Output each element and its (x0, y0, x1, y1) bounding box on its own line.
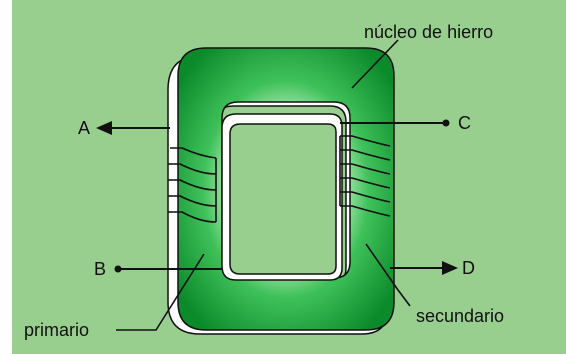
primary-turn (170, 147, 217, 159)
lead-b (114, 265, 222, 273)
secondary-turn (340, 177, 391, 189)
primary-turn (168, 163, 217, 175)
primary-turn (168, 211, 217, 223)
label-d: D (462, 258, 475, 278)
secondary-callout (365, 243, 411, 307)
label-secondary: secundario (416, 306, 505, 326)
callout-lines (116, 39, 411, 331)
core-callout (351, 39, 399, 89)
label-core: núcleo de hierro (364, 22, 494, 42)
lead-a (96, 121, 170, 135)
primary-turn (168, 179, 217, 191)
secondary-turn (340, 149, 391, 161)
secondary-turn (340, 135, 391, 147)
label-primary: primario (24, 320, 90, 340)
label-c: C (458, 113, 471, 133)
primary-winding (168, 147, 217, 223)
secondary-turn (340, 191, 391, 203)
label-a: A (78, 118, 91, 138)
label-b: B (94, 259, 107, 279)
lead-c (340, 119, 450, 127)
primary-callout (116, 253, 205, 331)
secondary-turn (340, 163, 391, 175)
core-window-face (229, 123, 337, 275)
secondary-turn (340, 205, 391, 217)
secondary-winding (339, 135, 391, 217)
primary-turn (168, 195, 217, 207)
lead-d (390, 261, 458, 275)
